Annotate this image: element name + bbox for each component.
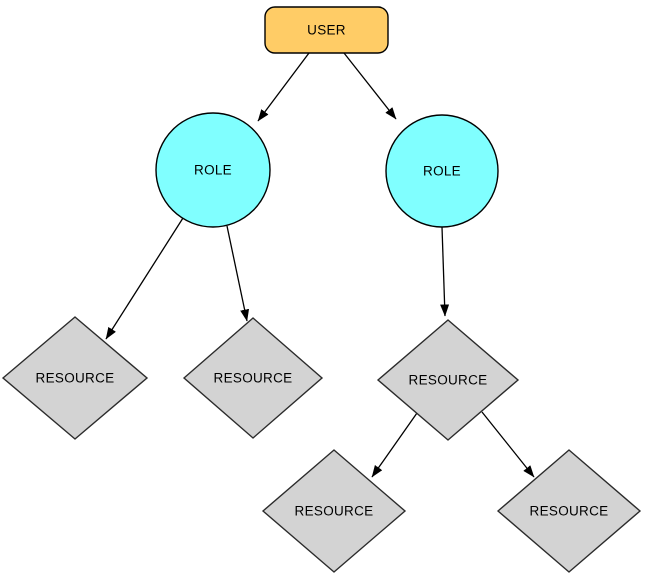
resource-3-label: RESOURCE	[409, 373, 488, 388]
edge-resource-3-to-resource-5	[481, 411, 535, 478]
node-role-2: ROLE	[385, 114, 499, 228]
role-2-label: ROLE	[423, 164, 461, 179]
user-label: USER	[307, 23, 346, 38]
edge-resource-3-to-resource-4	[371, 412, 418, 478]
node-role-1: ROLE	[155, 112, 271, 228]
node-resource-5: RESOURCE	[496, 449, 642, 573]
node-resource-1: RESOURCE	[1, 316, 149, 440]
edge-role-1-to-resource-1	[105, 217, 184, 340]
resource-2-label: RESOURCE	[214, 371, 293, 386]
nodes-layer: USER ROLE ROLE RESOURCE RESOURCE RESOURCE RESO…	[1, 6, 642, 573]
edge-role-1-to-resource-2	[226, 225, 250, 322]
node-user: USER	[264, 6, 389, 54]
resource-4-label: RESOURCE	[295, 504, 374, 519]
edge-user-to-role-2	[343, 52, 397, 120]
user-shape	[264, 6, 389, 54]
node-resource-3: RESOURCE	[376, 319, 520, 441]
edge-user-to-role-1	[257, 52, 310, 122]
node-resource-4: RESOURCE	[261, 449, 407, 573]
resource-5-label: RESOURCE	[530, 504, 609, 519]
edges-layer	[105, 52, 535, 478]
edge-role-2-to-resource-3	[440, 226, 450, 317]
resource-1-shape	[1, 316, 149, 440]
resource-1-label: RESOURCE	[36, 371, 115, 386]
resource-5-shape	[496, 449, 642, 573]
role-1-label: ROLE	[194, 163, 232, 178]
resource-3-shape	[376, 319, 520, 441]
role-1-shape	[155, 112, 271, 228]
resource-2-shape	[182, 317, 324, 439]
role-2-shape	[385, 114, 499, 228]
node-resource-2: RESOURCE	[182, 317, 324, 439]
resource-4-shape	[261, 449, 407, 573]
